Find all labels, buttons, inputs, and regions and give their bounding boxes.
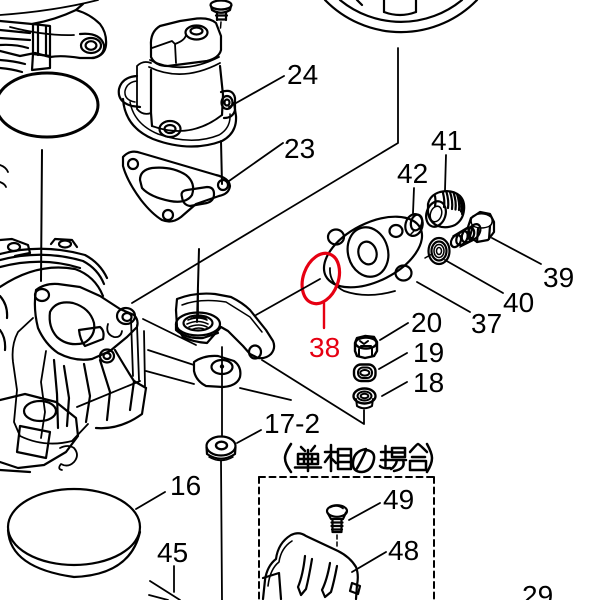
svg-text:38: 38 (309, 332, 340, 363)
svg-text:40: 40 (503, 287, 534, 318)
svg-text:20: 20 (411, 307, 442, 338)
svg-text:48: 48 (388, 535, 419, 566)
svg-text:16: 16 (170, 470, 201, 501)
svg-text:39: 39 (543, 262, 574, 293)
svg-text:37: 37 (471, 308, 502, 339)
svg-text:19: 19 (413, 337, 444, 368)
svg-text:17-2: 17-2 (264, 408, 320, 439)
svg-text:23: 23 (284, 133, 315, 164)
svg-text:49: 49 (383, 484, 414, 515)
svg-text:41: 41 (431, 125, 462, 156)
svg-text:45: 45 (157, 537, 188, 568)
svg-text:18: 18 (413, 367, 444, 398)
svg-text:24: 24 (287, 59, 318, 90)
svg-text:29: 29 (522, 580, 553, 600)
svg-text:42: 42 (397, 158, 428, 189)
